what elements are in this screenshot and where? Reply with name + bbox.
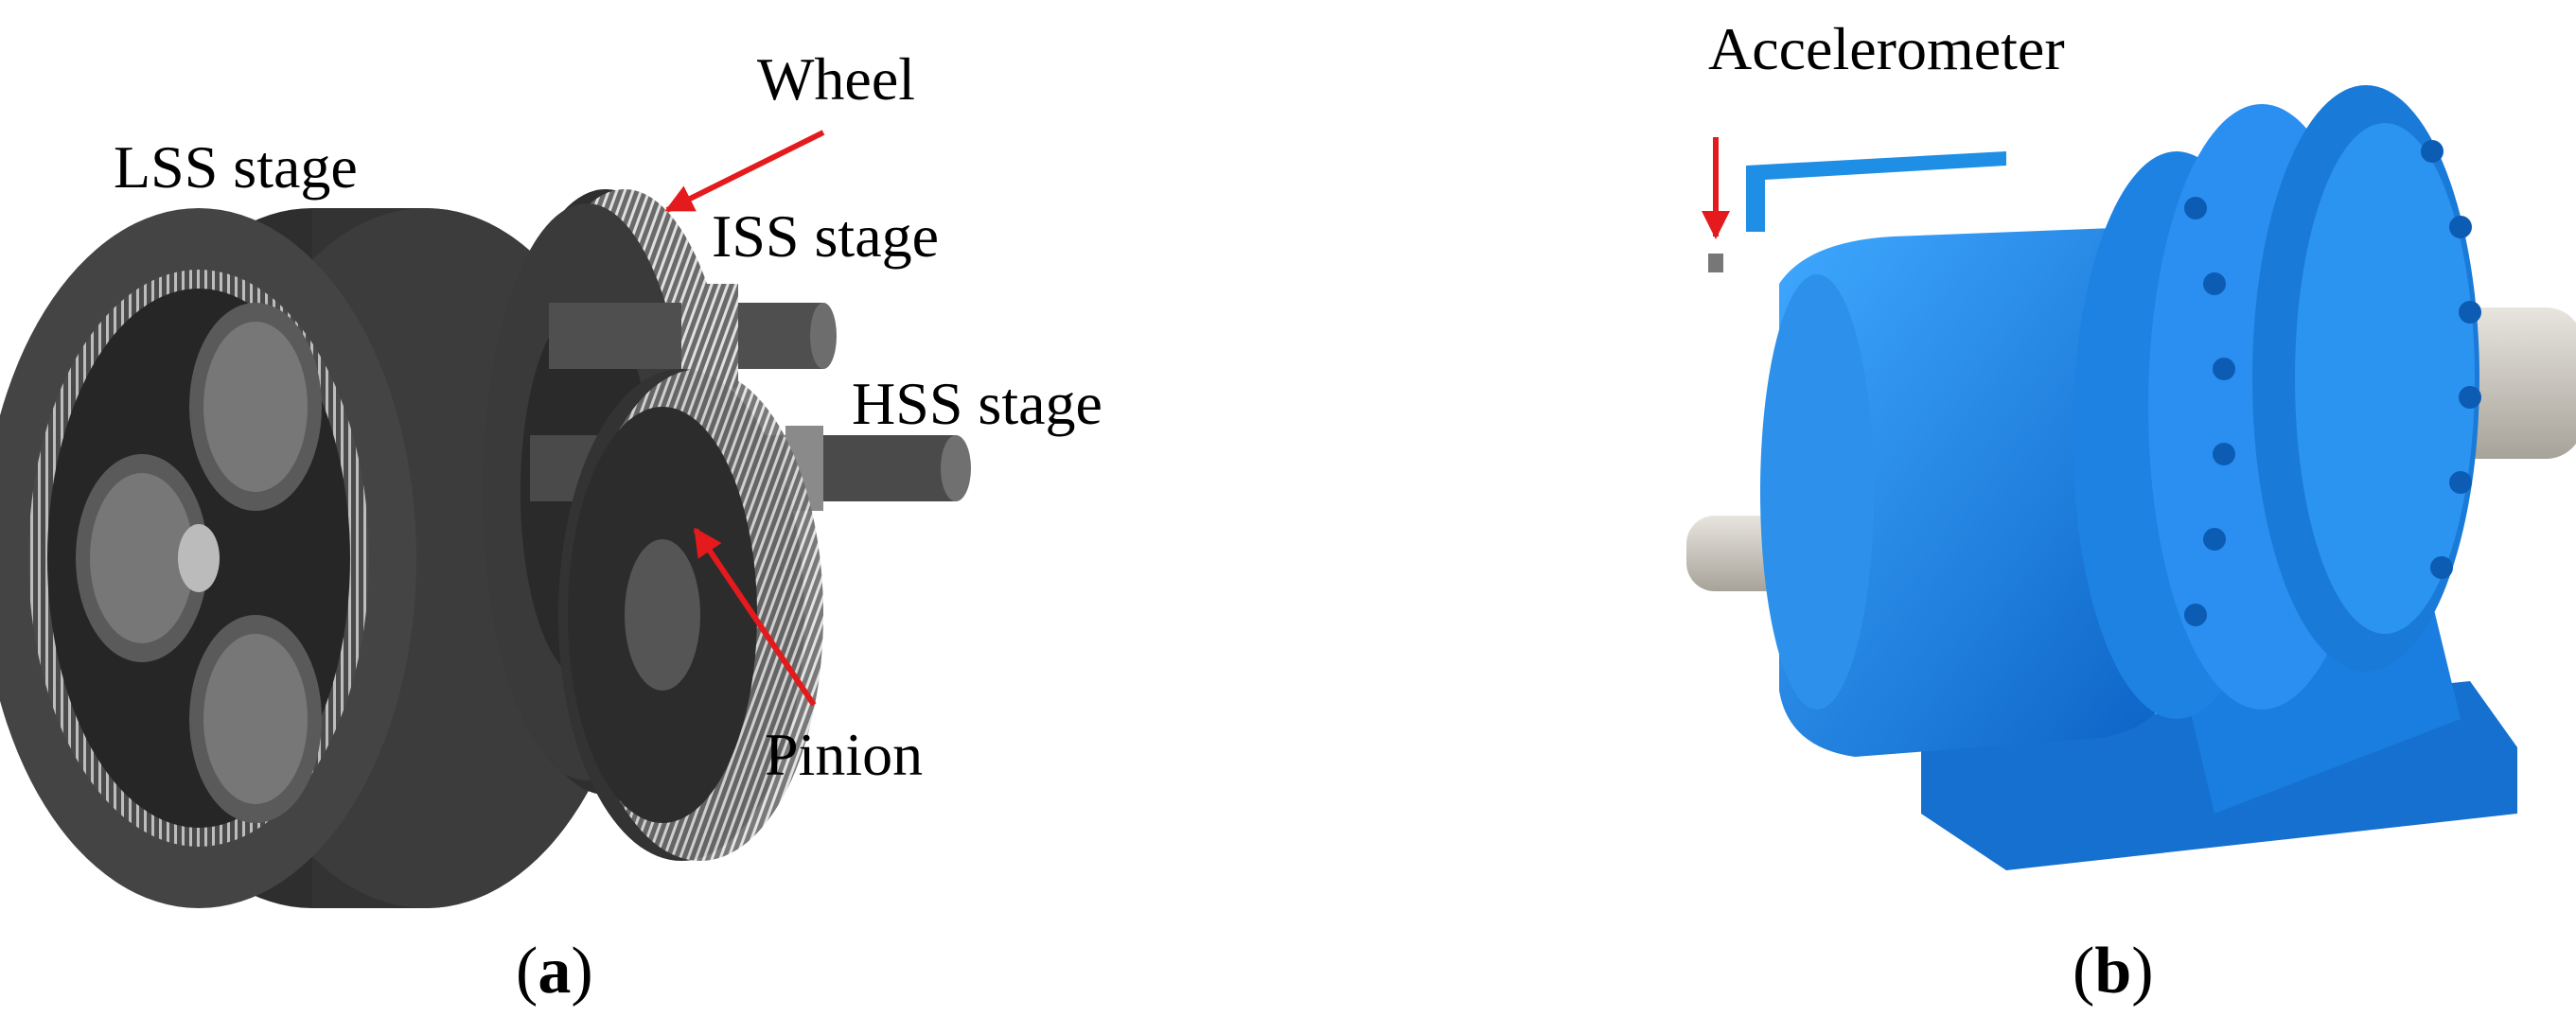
panel-a-gear-train: LSS stage Wheel ISS stage HSS stage Pini… bbox=[0, 0, 1230, 1034]
gearbox-illustration bbox=[1686, 85, 2576, 870]
iss-stage-label: ISS stage bbox=[712, 202, 939, 270]
hss-stage-label: HSS stage bbox=[852, 370, 1103, 437]
pinion-arrow bbox=[693, 527, 817, 707]
pinion-label: Pinion bbox=[765, 721, 924, 788]
hss-gear bbox=[558, 369, 823, 861]
accelerometer-label: Accelerometer bbox=[1708, 15, 2065, 82]
gear-train-illustration bbox=[0, 130, 971, 908]
flange-bolts bbox=[2184, 140, 2481, 626]
caption-a: (a) bbox=[516, 935, 593, 1008]
top-bracket bbox=[1746, 151, 2006, 232]
sun-gear bbox=[178, 524, 220, 592]
panel-b-gearbox: Accelerometer (b) bbox=[1609, 0, 2576, 1034]
accelerometer-sensor bbox=[1708, 254, 1723, 272]
lss-ring-gear bbox=[0, 208, 644, 908]
wheel-label: Wheel bbox=[757, 45, 915, 113]
caption-b: (b) bbox=[2073, 935, 2154, 1008]
iss-shaft bbox=[549, 284, 837, 388]
wheel-arrow bbox=[664, 130, 825, 213]
lss-stage-label: LSS stage bbox=[114, 133, 358, 201]
